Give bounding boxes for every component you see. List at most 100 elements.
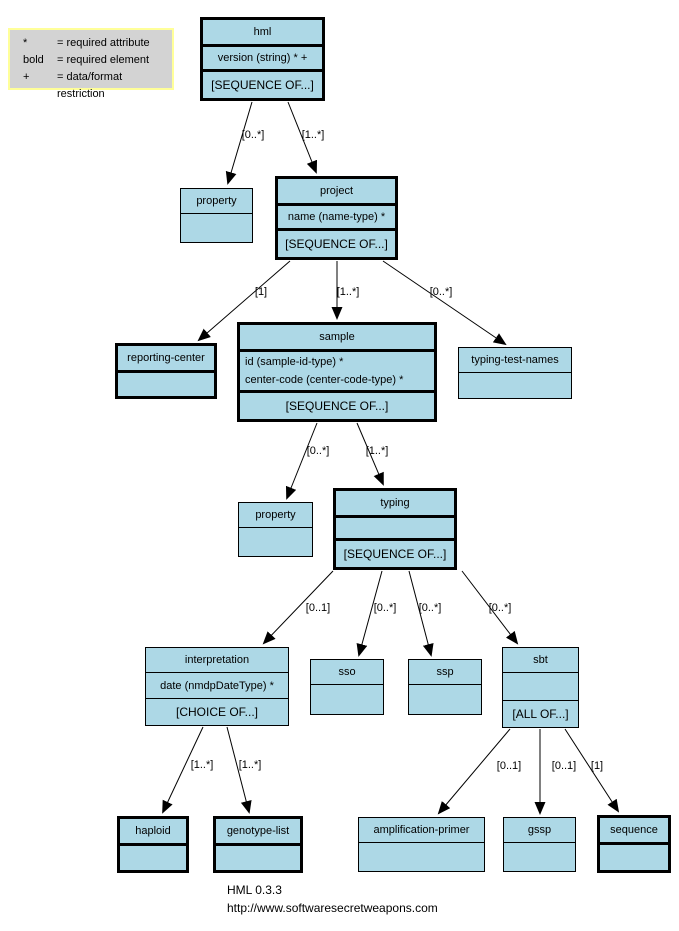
edge-interpretation-haploid — [162, 726, 204, 814]
node-empty-row — [216, 843, 300, 870]
legend-row: * = required attribute — [23, 35, 172, 52]
edge-label: [0..*] — [373, 602, 397, 614]
node-empty-row — [409, 684, 481, 714]
edge-label: [0..*] — [488, 602, 512, 614]
node-empty-row — [181, 213, 252, 242]
edge-label: [0..1] — [496, 760, 522, 772]
node-title: hml — [253, 26, 272, 38]
node-title: reporting-center — [127, 352, 205, 364]
node-empty-row — [120, 843, 186, 870]
node-attributes: name (name-type) * — [278, 203, 395, 228]
node-amplification-primer: amplification-primer — [358, 817, 485, 872]
edge-project-typing-test-names — [382, 260, 507, 346]
edge-label: [0..*] — [418, 602, 442, 614]
edge-label: [1] — [590, 760, 604, 772]
node-interpretation: interpretation date (nmdpDateType) * [CH… — [145, 647, 289, 726]
edge-label: [1..*] — [301, 129, 325, 141]
node-attributes: id (sample-id-type) * center-code (cente… — [240, 349, 434, 390]
node-content: [ALL OF...] — [503, 700, 578, 727]
node-title: haploid — [135, 825, 171, 837]
node-title: ssp — [436, 666, 454, 678]
edge-label: [0..*] — [306, 445, 330, 457]
node-attribute: id (sample-id-type) * — [245, 356, 344, 368]
node-gssp: gssp — [503, 817, 576, 872]
legend: * = required attribute bold = required e… — [8, 28, 174, 100]
node-title: interpretation — [184, 654, 250, 666]
node-title: typing-test-names — [471, 354, 559, 366]
node-sso: sso — [310, 659, 384, 715]
node-empty-row — [118, 370, 214, 396]
node-title: property — [255, 509, 296, 521]
edge-sbt-amplification-primer — [437, 728, 511, 815]
legend-row: bold = required element — [23, 52, 172, 69]
edge-sbt-sequence — [564, 728, 620, 813]
node-empty-row — [503, 672, 578, 700]
legend-symbol: + — [23, 71, 30, 83]
legend-symbol: * — [23, 37, 28, 49]
node-title: sbt — [533, 654, 548, 666]
edge-hml-property — [225, 101, 253, 185]
node-empty-row — [311, 684, 383, 714]
node-content: [SEQUENCE OF...] — [278, 228, 395, 257]
node-property-2: property — [238, 502, 313, 557]
node-haploid: haploid — [117, 816, 189, 873]
footer-url: http://www.softwaresecretweapons.com — [227, 901, 438, 915]
edge-label: [1..*] — [365, 445, 389, 457]
node-typing-test-names: typing-test-names — [458, 347, 572, 399]
node-sbt: sbt [ALL OF...] — [502, 647, 579, 728]
legend-text: = required attribute — [57, 37, 150, 49]
node-title: sample — [319, 331, 355, 343]
node-title: amplification-primer — [373, 824, 470, 836]
footer-version: HML 0.3.3 — [227, 883, 282, 897]
edge-label: [0..*] — [429, 286, 453, 298]
node-sample: sample id (sample-id-type) * center-code… — [237, 322, 437, 422]
node-ssp: ssp — [408, 659, 482, 715]
edge-label: [1..*] — [190, 759, 214, 771]
node-attributes: date (nmdpDateType) * — [146, 672, 288, 698]
edge-typing-interpretation — [262, 570, 334, 645]
node-title: genotype-list — [226, 825, 290, 837]
node-empty-row — [239, 527, 312, 556]
edge-label: [1..*] — [238, 759, 262, 771]
node-typing: typing [SEQUENCE OF...] — [333, 488, 457, 570]
node-content: [CHOICE OF...] — [146, 698, 288, 725]
legend-text: = data/format restriction — [57, 71, 123, 100]
edge-label: [0..*] — [241, 129, 265, 141]
edge-typing-ssp — [408, 570, 434, 657]
node-empty-row — [459, 372, 571, 398]
node-title: property — [196, 195, 237, 207]
node-genotype-list: genotype-list — [213, 816, 303, 873]
node-empty-row — [336, 515, 454, 538]
edge-sample-typing — [356, 422, 384, 486]
node-attribute: center-code (center-code-type) * — [245, 374, 404, 386]
node-hml: hml version (string) * + [SEQUENCE OF...… — [200, 17, 325, 101]
node-sequence: sequence — [597, 815, 671, 873]
node-title: sso — [338, 666, 356, 678]
legend-row: + = data/format restriction — [23, 69, 172, 103]
node-title: typing — [380, 497, 410, 509]
node-attributes: version (string) * + — [203, 44, 322, 69]
edge-interpretation-genotype-list — [226, 726, 252, 814]
node-property-1: property — [180, 188, 253, 243]
node-project: project name (name-type) * [SEQUENCE OF.… — [275, 176, 398, 260]
edge-label: [1] — [254, 286, 268, 298]
node-content: [SEQUENCE OF...] — [203, 69, 322, 98]
node-title: gssp — [527, 824, 552, 836]
edge-typing-sso — [356, 570, 383, 657]
node-empty-row — [504, 842, 575, 871]
node-title: project — [319, 185, 354, 197]
edge-label: [1..*] — [336, 286, 360, 298]
node-empty-row — [359, 842, 484, 871]
node-empty-row — [600, 842, 668, 870]
edge-sample-property — [285, 422, 318, 500]
node-reporting-center: reporting-center — [115, 343, 217, 399]
edge-label: [0..1] — [551, 760, 577, 772]
edge-typing-sbt — [461, 570, 519, 645]
edge-project-reporting-center — [197, 260, 291, 342]
footer: HML 0.3.3 http://www.softwaresecretweapo… — [227, 881, 438, 917]
node-title: sequence — [610, 824, 658, 836]
legend-symbol: bold — [23, 54, 44, 66]
edge-hml-project — [287, 101, 318, 174]
